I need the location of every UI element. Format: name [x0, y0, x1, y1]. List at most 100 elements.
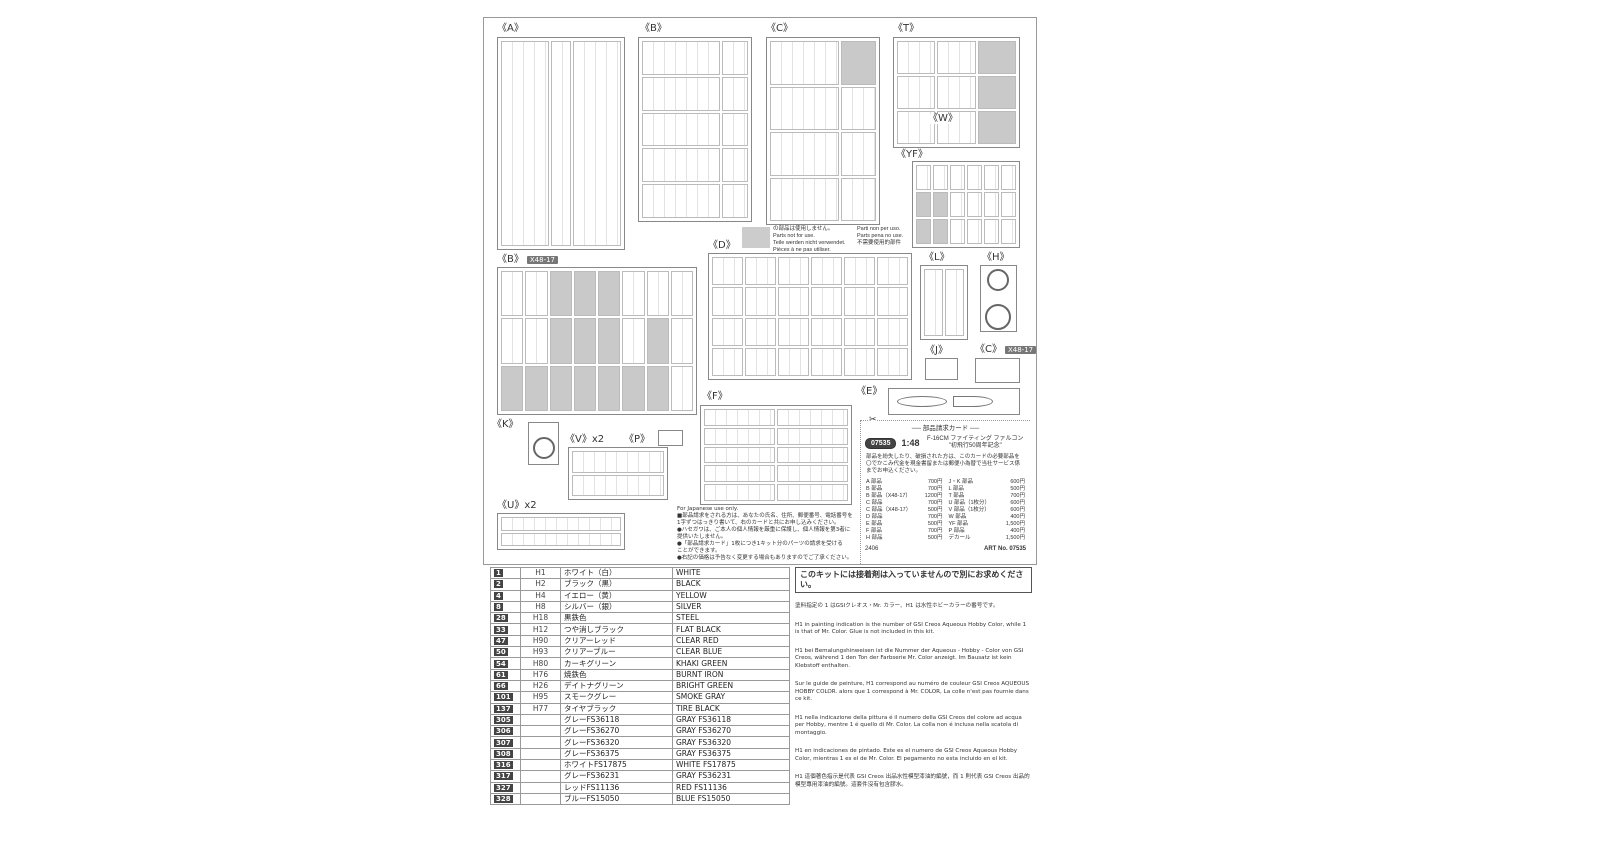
mr-color-number: 2 — [490, 578, 521, 591]
color-name-en: GRAY FS36375 — [672, 747, 790, 761]
mr-color-number: 50 — [490, 646, 521, 659]
mr-color-number: 327 — [490, 781, 521, 794]
japanese-order-notes: For Japanese use only. ■部品請求をされる方は、あなたの氏… — [677, 506, 853, 562]
mr-color-code: 47 — [494, 636, 508, 645]
part-price: 700円 — [927, 500, 943, 506]
mr-color-code: 327 — [494, 783, 513, 792]
color-name-en: STEEL — [672, 612, 790, 625]
color-name-en: CLEAR RED — [672, 634, 790, 648]
part-price: 700円 — [927, 514, 943, 520]
glue-warning: このキットには接着剤は入っていませんので別にお求めください。 — [795, 567, 1032, 593]
hobby-color-number: H76 — [520, 668, 561, 681]
group-f-label: 《F》 — [702, 391, 728, 402]
color-name-en: SMOKE GRAY — [672, 691, 790, 704]
note-line: ことができます。 — [677, 548, 721, 554]
part-price: 700円 — [1010, 493, 1025, 499]
parts-runner-e — [888, 388, 1020, 415]
mr-color-code: 305 — [494, 716, 513, 724]
color-name-ja: タイヤブラック — [560, 702, 673, 715]
hobby-color-number — [520, 781, 561, 794]
part-name: J・K 部品 — [948, 479, 973, 485]
color-name-en: FLAT BLACK — [672, 623, 790, 636]
color-name-en: WHITE — [672, 566, 790, 580]
note-line: 提供いたしません。 — [677, 534, 727, 540]
group-t-label: 《T》 — [893, 23, 920, 34]
mr-color-number: 306 — [490, 725, 521, 738]
hobby-color-number — [520, 747, 561, 761]
wheel-part — [987, 269, 1009, 291]
part-price: 600円 — [1010, 500, 1025, 506]
group-u-label: 《U》x2 — [497, 500, 537, 511]
part-price: 1,500円 — [1005, 535, 1025, 541]
parts-runner-yf — [912, 161, 1020, 248]
group-w-label: 《W》 — [928, 113, 958, 124]
part-price: 500円 — [1010, 486, 1025, 492]
color-name-ja: クリアーレッド — [560, 634, 673, 648]
color-name-ja: スモークグレー — [560, 691, 673, 704]
color-name-ja: デイトナグリーン — [560, 679, 673, 693]
parts-runner-d — [708, 253, 912, 380]
label-text: 《B》 — [497, 254, 524, 265]
color-name-en: BLACK — [672, 578, 790, 591]
part-price: 400円 — [1010, 528, 1025, 534]
unused-note-2: Parti non per uso. Parts pena no use. 不需… — [857, 226, 903, 247]
hobby-color-number: H12 — [520, 623, 561, 636]
color-name-en: CLEAR BLUE — [672, 646, 790, 659]
color-name-en: GRAY FS36320 — [672, 736, 790, 749]
parts-runner-t — [893, 37, 1020, 148]
card-footer: 2406 ART No. 07535 — [865, 545, 1026, 553]
card-title: ── 部品請求カード ── — [911, 425, 980, 432]
part-name: W 部品 — [948, 514, 967, 520]
part-name: T 部品 — [948, 493, 965, 499]
mr-color-number: 8 — [490, 600, 521, 614]
notice-text: このキットには接着剤は入っていませんので別にお求めください。 塗料指定の 1 は… — [795, 567, 1032, 800]
label-text: 《C》 — [975, 344, 1002, 355]
part-price: 400円 — [1010, 514, 1025, 520]
color-name-ja: イエロー（黄） — [560, 589, 673, 602]
mr-color-code: 33 — [494, 625, 508, 634]
mr-color-number: 308 — [490, 747, 521, 761]
color-name-en: BRIGHT GREEN — [672, 679, 790, 693]
parts-sheet — [483, 17, 1037, 565]
mr-color-code: 28 — [494, 614, 508, 623]
price-row: U 部品（1枚分）600円 — [949, 500, 1026, 507]
part-name: A 部品 — [866, 479, 882, 485]
parts-runner-b-x48-17 — [497, 267, 697, 415]
mr-color-number: 33 — [490, 623, 521, 636]
color-name-en: GRAY FS36118 — [672, 713, 790, 727]
parts-runner-l — [920, 265, 968, 340]
kit-name-block: F-16CM ファイティング ファルコン "初飛行50周年記念" — [924, 436, 1026, 450]
card-description: 部品を紛失したり、破損された方は、このカードの必要部品を〇でかこみ代金を現金書留… — [866, 454, 1021, 474]
part-name: D 部品 — [866, 514, 883, 520]
part-name: B 部品 — [866, 486, 883, 492]
group-v-label: 《V》x2 — [565, 434, 605, 445]
note-line: Parti non per uso. — [857, 226, 901, 232]
part-price: 500円 — [927, 521, 943, 527]
hobby-color-number: H2 — [520, 578, 561, 591]
kit-number: 07535 — [865, 437, 897, 449]
art-number: ART No. 07535 — [983, 546, 1026, 552]
badge: X48-17 — [1004, 346, 1037, 354]
part-name: B 部品（X48-17） — [866, 493, 911, 499]
paragraph-zh: H1 這個著色指示是代表 GSI Creos 出品水性模型漆油的編號，而 1 則… — [795, 774, 1030, 788]
price-row: W 部品 400円 — [949, 514, 1026, 521]
note-line: Teile werden nicht verwendet. — [773, 240, 846, 246]
hobby-color-number: H1 — [520, 566, 561, 580]
part-name: C 部品 — [866, 500, 883, 506]
group-p-label: 《P》 — [624, 434, 651, 445]
